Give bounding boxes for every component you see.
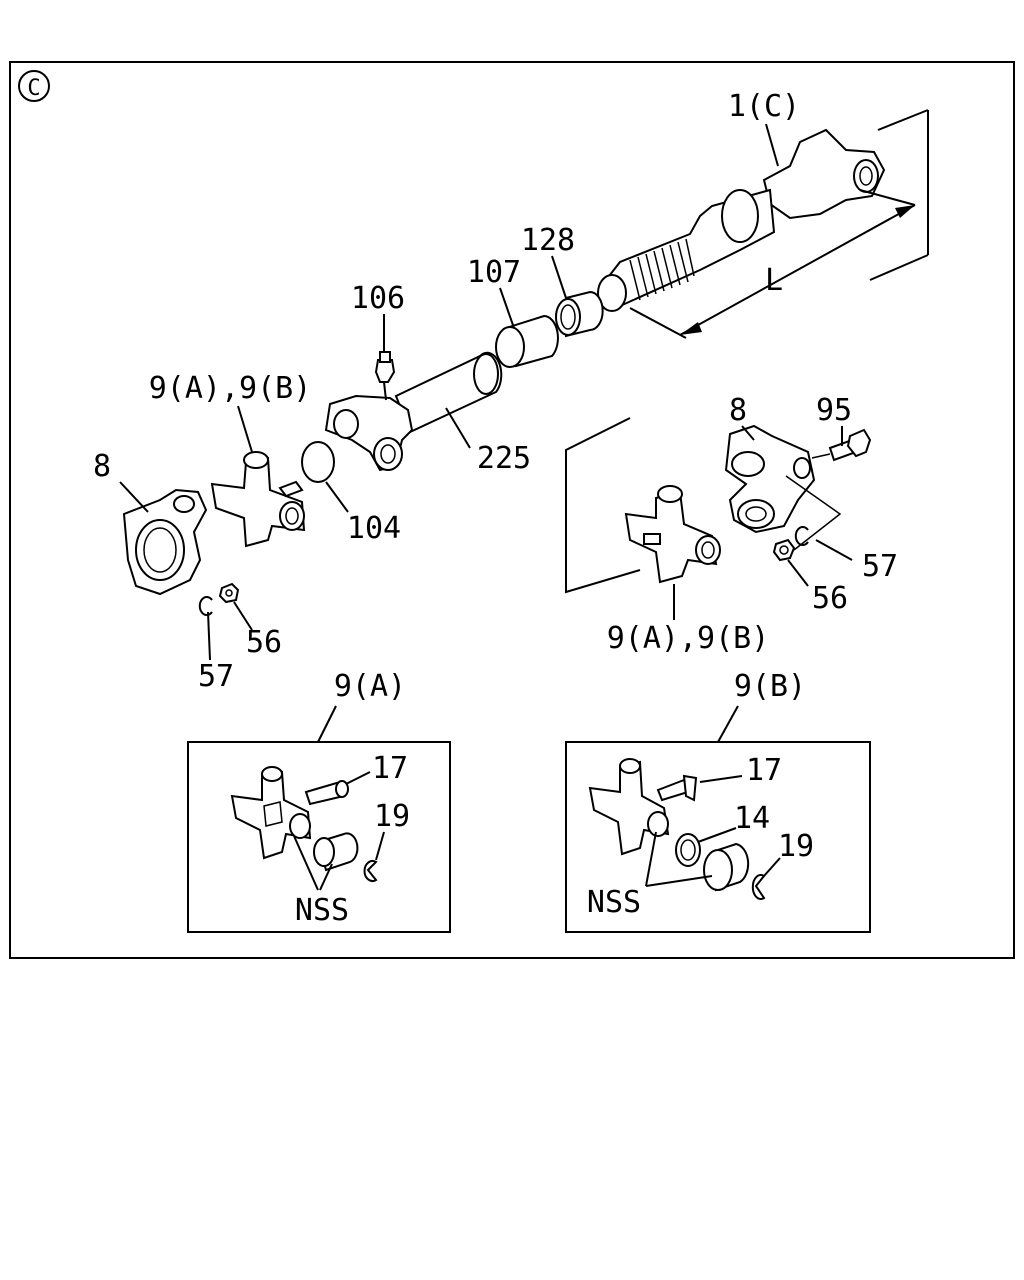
- right-group-bracket: [565, 417, 641, 594]
- right-universal-joint-cross: [624, 485, 721, 584]
- inset-9a-box: [187, 741, 451, 933]
- section-mark-c: C: [18, 70, 50, 102]
- label-17-b: 17: [746, 753, 782, 788]
- inset-9a-cross: [230, 766, 312, 860]
- label-9ab-right: 9(A),9(B): [607, 621, 770, 656]
- left-lock-washer-57: [198, 596, 213, 616]
- label-107: 107: [467, 255, 521, 290]
- label-106: 106: [351, 281, 405, 316]
- label-56-left: 56: [246, 625, 282, 660]
- label-57-right: 57: [862, 549, 898, 584]
- part-128-ring: [555, 290, 604, 338]
- label-14-b: 14: [734, 801, 770, 836]
- inset-9b-cross: [588, 758, 670, 856]
- right-bolt-leader: [785, 475, 842, 551]
- dimension-l-label: L: [765, 263, 783, 298]
- left-flange-yoke: [122, 488, 208, 596]
- right-lock-washer-57: [794, 526, 809, 546]
- inset-9a-bearing-cup: [313, 832, 359, 872]
- dimension-l: L: [629, 109, 929, 339]
- slip-yoke-shaft: [597, 128, 886, 312]
- label-225: 225: [477, 441, 531, 476]
- inset-9b-grease-fitting-17: [656, 774, 698, 802]
- label-56-right: 56: [812, 581, 848, 616]
- inset-9b-box: [565, 741, 871, 933]
- label-8-right: 8: [729, 393, 747, 428]
- label-nss-a: NSS: [295, 893, 349, 928]
- label-1c: 1(C): [728, 89, 800, 124]
- label-8-left: 8: [93, 449, 111, 484]
- part-225-tube-yoke: [324, 351, 503, 472]
- label-95: 95: [816, 393, 852, 428]
- label-9a: 9(A): [334, 669, 406, 704]
- label-104: 104: [347, 511, 401, 546]
- label-19-a: 19: [374, 799, 410, 834]
- part-107-sleeve: [495, 314, 559, 368]
- right-nut-56: [772, 538, 796, 562]
- label-19-b: 19: [778, 829, 814, 864]
- inset-9b-seal-14: [675, 833, 701, 867]
- inset-9b-bearing-cup: [703, 842, 750, 892]
- left-universal-joint-cross: [210, 451, 306, 548]
- section-mark-text: C: [27, 76, 40, 101]
- label-17-a: 17: [372, 751, 408, 786]
- part-95-bolt: [811, 428, 872, 462]
- label-9b: 9(B): [734, 669, 806, 704]
- left-nut-56: [218, 582, 240, 604]
- label-9ab-left: 9(A),9(B): [149, 371, 312, 406]
- inset-9a-grease-fitting-17: [304, 780, 349, 806]
- label-128: 128: [521, 223, 575, 258]
- inset-9a-snap-ring: [363, 860, 378, 882]
- label-57-left: 57: [198, 659, 234, 694]
- label-nss-b: NSS: [587, 885, 641, 920]
- part-106-grease-fitting: [374, 351, 396, 383]
- part-104-plug: [301, 441, 335, 483]
- diagram-frame: [9, 61, 1015, 959]
- inset-9b-snap-ring: [751, 874, 766, 900]
- right-end-yoke: [724, 424, 816, 534]
